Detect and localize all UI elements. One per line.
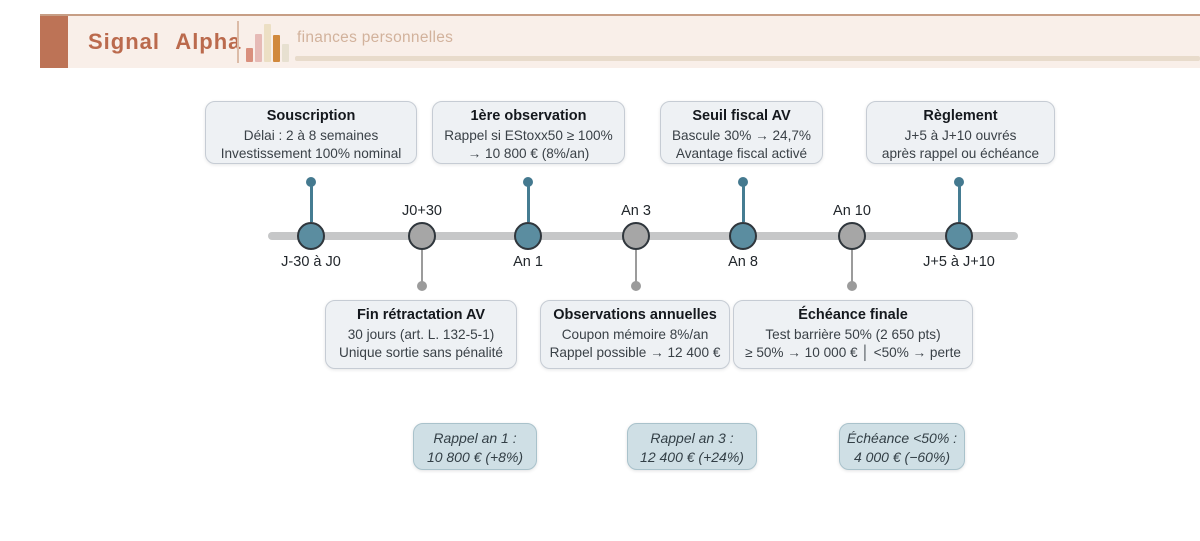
- bar-chart-icon: [246, 24, 296, 62]
- callout-title: 1ère observation: [470, 108, 587, 124]
- result-line: 4 000 € (−60%): [853, 448, 951, 465]
- result-line: 10 800 € (+8%): [426, 448, 524, 465]
- result-line: Échéance <50% :: [846, 430, 958, 446]
- connector-stem: [635, 250, 637, 283]
- timeline-label: J+5 à J+10: [923, 254, 995, 270]
- brand-square: [40, 16, 68, 68]
- result-line: 12 400 € (+24%): [640, 448, 744, 465]
- connector-dot: [954, 177, 964, 187]
- connector-stem: [309, 186, 313, 222]
- connector-stem: [851, 250, 853, 283]
- result-echeance-perte: Échéance <50% : 4 000 € (−60%): [839, 423, 965, 470]
- callout-line: 30 jours (art. L. 132-5-1): [347, 327, 495, 342]
- callout-line: ≥ 50% → 10 000 € │ <50% → perte: [745, 345, 961, 361]
- connector-stem: [526, 186, 530, 222]
- callout-line: après rappel ou échéance: [881, 146, 1040, 162]
- timeline-node-an10: [838, 222, 866, 250]
- callout-title: Seuil fiscal AV: [692, 108, 791, 124]
- timeline-label: J0+30: [402, 203, 442, 219]
- connector-dot: [523, 177, 533, 187]
- result-rappel-an3: Rappel an 3 : 12 400 € (+24%): [627, 423, 757, 470]
- header: Signal Alpha finances personnelles: [40, 14, 1200, 68]
- callout-line: Avantage fiscal activé: [675, 146, 808, 162]
- callout-line: Unique sortie sans pénalité: [339, 345, 503, 361]
- timeline-node-reglement: [945, 222, 973, 250]
- connector-stem: [741, 186, 745, 222]
- connector-dot: [417, 281, 427, 291]
- timeline-node-souscription: [297, 222, 325, 250]
- callout-line: Coupon mémoire 8%/an: [561, 327, 709, 342]
- callout-line: Investissement 100% nominal: [220, 146, 402, 162]
- callout-line: J+5 à J+10 ouvrés: [904, 128, 1017, 143]
- connector-stem: [421, 250, 423, 283]
- connector-dot: [631, 281, 641, 291]
- connector-dot: [847, 281, 857, 291]
- connector-dot: [306, 177, 316, 187]
- callout-title: Échéance finale: [798, 307, 908, 323]
- callout-line: Rappel possible → 12 400 €: [549, 345, 721, 361]
- timeline-label: An 10: [833, 203, 871, 219]
- timeline-node-an3: [622, 222, 650, 250]
- timeline-label: J-30 à J0: [281, 254, 341, 270]
- callout-title: Souscription: [266, 108, 356, 124]
- callout-line: Rappel si EStoxx50 ≥ 100%: [444, 128, 613, 143]
- timeline-label: An 1: [513, 254, 543, 270]
- callout-seuil-fiscal: Seuil fiscal AV Bascule 30% → 24,7% Avan…: [660, 101, 823, 164]
- result-line: Rappel an 3 :: [650, 430, 734, 446]
- timeline-node-retractation: [408, 222, 436, 250]
- tagline-underline: [295, 56, 1200, 61]
- callout-echeance-finale: Échéance finale Test barrière 50% (2 650…: [733, 300, 973, 369]
- result-line: Rappel an 1 :: [433, 430, 517, 446]
- header-divider: [237, 21, 239, 63]
- callout-title: Fin rétractation AV: [356, 307, 486, 323]
- callout-line: Délai : 2 à 8 semaines: [243, 128, 379, 143]
- callout-line: Test barrière 50% (2 650 pts): [765, 327, 941, 342]
- timeline-node-an8: [729, 222, 757, 250]
- connector-stem: [957, 186, 961, 222]
- brand-title: Signal Alpha: [88, 29, 242, 54]
- callout-title: Observations annuelles: [553, 307, 717, 323]
- timeline-node-an1: [514, 222, 542, 250]
- timeline-label: An 3: [621, 203, 651, 219]
- callout-reglement: Règlement J+5 à J+10 ouvrés après rappel…: [866, 101, 1055, 164]
- connector-dot: [738, 177, 748, 187]
- result-rappel-an1: Rappel an 1 : 10 800 € (+8%): [413, 423, 537, 470]
- callout-fin-retractation: Fin rétractation AV 30 jours (art. L. 13…: [325, 300, 517, 369]
- callout-souscription: Souscription Délai : 2 à 8 semaines Inve…: [205, 101, 417, 164]
- callout-line: → 10 800 € (8%/an): [467, 146, 590, 162]
- callout-title: Règlement: [923, 108, 998, 124]
- header-tagline: finances personnelles: [297, 29, 454, 46]
- callout-line: Bascule 30% → 24,7%: [671, 128, 812, 143]
- callout-premiere-observation: 1ère observation Rappel si EStoxx50 ≥ 10…: [432, 101, 625, 164]
- callout-observations-annuelles: Observations annuelles Coupon mémoire 8%…: [540, 300, 730, 369]
- timeline-label: An 8: [728, 254, 758, 270]
